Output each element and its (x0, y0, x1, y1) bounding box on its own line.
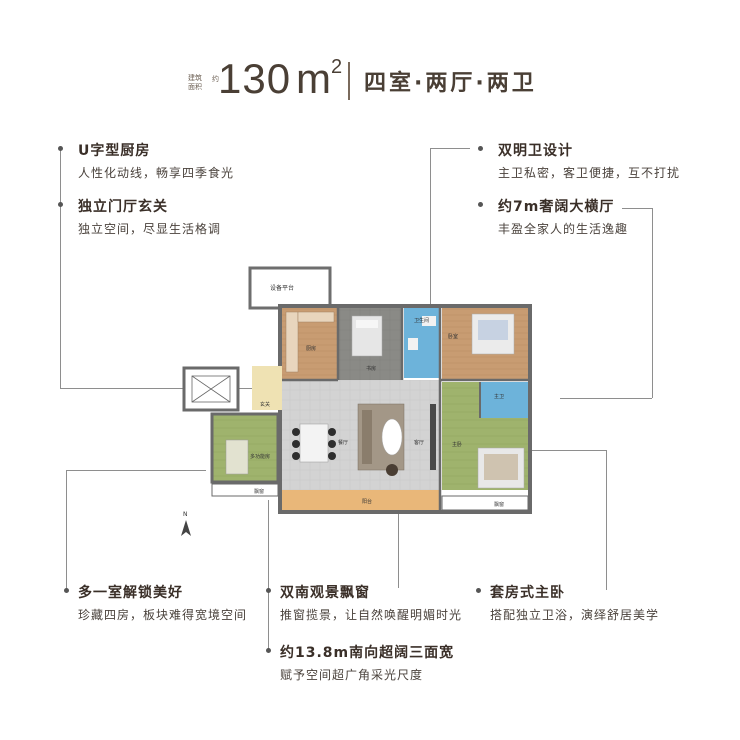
dining-chair (292, 452, 300, 460)
balcony-label: 阳台 (362, 498, 372, 505)
feature-bay-window: 双南观景飘窗 推窗揽景，让自然唤醒明媚时光 (280, 582, 462, 623)
feature-title: 多一室解锁美好 (78, 585, 183, 601)
elevator-cross (191, 375, 231, 403)
bullet-dot (476, 588, 481, 593)
feature-title: 套房式主卧 (490, 585, 565, 601)
bay-window-2 (441, 495, 529, 511)
area-unit: m2 (296, 55, 343, 102)
coffee-table (381, 418, 403, 456)
bath-toilet (408, 338, 418, 350)
feature-title: 双南观景飘窗 (280, 585, 370, 601)
dining-chair (328, 428, 336, 436)
bullet-dot (64, 588, 69, 593)
leader-line (268, 500, 269, 650)
bay-window-1 (211, 483, 279, 497)
feature-kitchen: U字型厨房 人性化动线，畅享四季食光 (78, 140, 234, 181)
foyer-label: 玄关 (260, 401, 270, 408)
study-label: 多功能房 (250, 453, 270, 460)
feature-title: 双明卫设计 (498, 143, 573, 159)
leader-line (652, 208, 653, 398)
header-divider (348, 62, 350, 100)
bay-window-1-label: 飘窗 (254, 488, 264, 495)
dining-chair (292, 440, 300, 448)
bullet-dot (478, 146, 483, 151)
bath-sink (422, 316, 436, 326)
feature-frontage: 约13.8m南向超阔三面宽 赋予空间超广角采光尺度 (280, 642, 454, 683)
bath-label: 卫生间 (414, 317, 429, 324)
equipment-platform (248, 266, 332, 310)
leader-line (622, 208, 652, 209)
feature-master-suite: 套房式主卧 搭配独立卫浴，演绎舒居美学 (490, 582, 659, 623)
feature-desc: 丰盈全家人的生活逸趣 (498, 222, 629, 236)
balcony-floor (282, 490, 440, 510)
study-sofa (225, 439, 249, 475)
equipment-platform-label: 设备平台 (270, 284, 294, 292)
sofa-cushion (362, 410, 372, 464)
bullet-dot (478, 202, 483, 207)
leader-line (430, 148, 431, 346)
feature-desc: 独立空间，尽显生活格调 (78, 222, 222, 236)
master-bath-label: 主卫 (494, 393, 504, 400)
leader-line (66, 470, 67, 590)
feature-desc: 主卫私密，客卫便捷，互不打扰 (498, 166, 681, 180)
dining-chair (328, 452, 336, 460)
tv-cabinet (430, 404, 436, 470)
leader-line (66, 470, 206, 471)
north-label: N (183, 511, 188, 518)
bedroom2-label: 卧室 (448, 333, 458, 340)
kitchen-counter-top (297, 311, 335, 323)
leader-line (560, 398, 652, 399)
bedroom1-label: 书房 (366, 365, 376, 372)
bullet-dot (58, 146, 63, 151)
kitchen-label: 厨房 (306, 345, 316, 352)
living-label: 客厅 (414, 439, 424, 446)
lounge-chair (386, 464, 398, 476)
leader-line (398, 480, 399, 588)
feature-desc: 推窗揽景，让自然唤醒明媚时光 (280, 608, 463, 622)
layout-text: 四室·两厅·两卫 (364, 71, 537, 96)
elevator-inner (191, 375, 231, 403)
feature-desc: 珍藏四房，板块难得宽境空间 (78, 608, 248, 622)
foyer-floor (252, 366, 282, 410)
master-label: 主卧 (452, 441, 462, 448)
feature-bathrooms: 双明卫设计 主卫私密，客卫便捷，互不打扰 (498, 140, 680, 181)
dining-label: 餐厅 (338, 439, 348, 446)
bay-window-2-label: 飘窗 (494, 501, 504, 508)
feature-title: 约13.8m南向超阔三面宽 (280, 645, 455, 661)
leader-line (528, 450, 606, 451)
feature-foyer: 独立门厅玄关 独立空间，尽显生活格调 (78, 196, 221, 237)
dining-table (299, 423, 329, 463)
feature-title: 独立门厅玄关 (78, 199, 168, 215)
area-value: 130 (218, 55, 292, 102)
bed-2-blanket (478, 320, 508, 340)
leader-line (430, 148, 470, 149)
north-arrow-icon (181, 520, 191, 536)
bed-1-pillow (356, 320, 378, 328)
dining-chair (292, 428, 300, 436)
bullet-dot (266, 648, 271, 653)
feature-desc: 搭配独立卫浴，演绎舒居美学 (490, 608, 660, 622)
master-bed-blanket (484, 454, 518, 480)
bullet-dot (58, 202, 63, 207)
master-bath-floor (480, 382, 528, 418)
bullet-dot (266, 588, 271, 593)
feature-living: 约7m奢阔大横厅 丰盈全家人的生活逸趣 (498, 196, 628, 237)
elevator-shaft (182, 366, 240, 412)
feature-extra-room: 多一室解锁美好 珍藏四房，板块难得宽境空间 (78, 582, 247, 623)
leader-line (606, 450, 607, 590)
area-label: 建筑面积 (188, 74, 202, 91)
feature-title: 约7m奢阔大横厅 (498, 199, 615, 215)
dining-chair (328, 440, 336, 448)
area-approx: 约 (212, 75, 219, 83)
leader-line (60, 148, 61, 388)
header: 建筑面积 约 130 m2 四室·两厅·两卫 (0, 52, 740, 108)
feature-title: U字型厨房 (78, 143, 151, 159)
leader-line (60, 388, 268, 389)
feature-desc: 赋予空间超广角采光尺度 (280, 668, 424, 682)
kitchen-counter (285, 311, 299, 373)
feature-desc: 人性化动线，畅享四季食光 (78, 166, 235, 180)
